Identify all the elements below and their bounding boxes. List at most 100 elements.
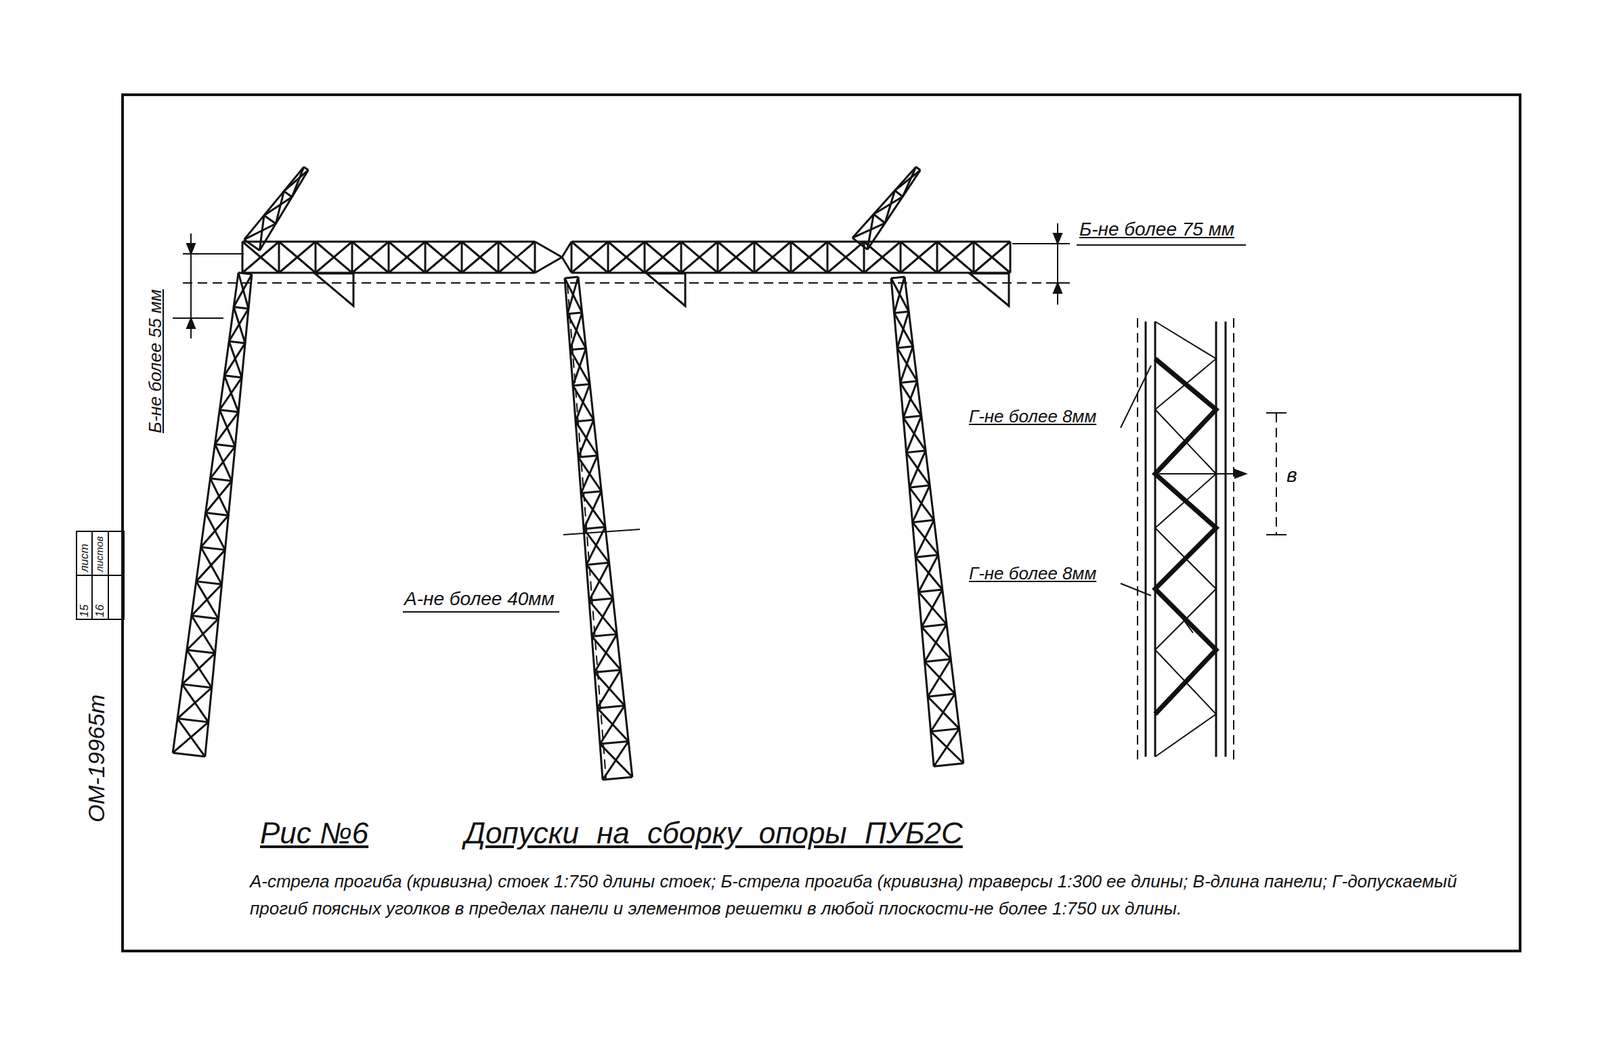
lattice-bar	[567, 312, 583, 315]
lattice-bar	[387, 241, 391, 273]
lattice-bar	[852, 223, 885, 239]
lattice-bar	[717, 241, 720, 273]
lattice-bar	[790, 241, 828, 273]
lattice-bar	[177, 719, 209, 723]
lattice-bar	[607, 241, 610, 273]
lattice-bar	[900, 241, 938, 273]
tolerance-label: Г-не более 8мм	[968, 406, 1097, 428]
lattice-bar	[233, 307, 249, 310]
lattice-bar	[891, 278, 934, 767]
lattice-bar	[219, 377, 242, 411]
lattice-bar	[177, 687, 212, 720]
lattice-bar	[599, 705, 625, 745]
lattice-bar	[201, 515, 229, 548]
lattice-bar	[352, 241, 389, 273]
lattice-bar	[897, 311, 909, 349]
lattice-bar	[172, 722, 209, 753]
lattice-bar	[852, 167, 917, 239]
lattice-bar	[534, 257, 562, 273]
lattice-bar	[915, 520, 934, 558]
lattice-bar	[680, 241, 683, 273]
lattice-bar	[172, 752, 206, 758]
lattice-bar	[424, 241, 427, 273]
stamp-cell: лист	[77, 543, 92, 573]
lattice-bar	[182, 653, 216, 685]
lattice-bar	[827, 241, 864, 273]
lattice-bar	[790, 241, 828, 273]
lattice-bar	[924, 624, 947, 662]
lattice-bar	[425, 241, 462, 273]
lattice-bar	[904, 276, 964, 764]
lattice-bar	[571, 241, 609, 273]
lattice-bar	[283, 190, 292, 197]
lattice-bar	[973, 241, 976, 273]
lattice-bar	[867, 169, 921, 250]
lattice-bar	[534, 241, 562, 258]
lattice-bar	[937, 241, 974, 273]
lattice-bar	[918, 555, 939, 593]
lattice-bar	[244, 223, 277, 240]
lattice-bar	[790, 241, 793, 273]
lattice-bar	[498, 241, 535, 273]
lattice-bar	[915, 555, 939, 558]
lattice-bar	[933, 728, 960, 767]
lattice-bar	[903, 415, 922, 418]
dimension-lines	[172, 223, 1287, 634]
lattice-bar	[936, 241, 939, 273]
drawing-number: ОМ-19965т	[82, 694, 111, 823]
lattice-bar	[852, 237, 868, 250]
lattice-bar	[916, 167, 921, 171]
lattice-bar	[602, 741, 629, 781]
stamp-cell: 16	[93, 604, 107, 618]
lattice-bar	[351, 241, 354, 273]
figure-number: Рис №6	[260, 815, 369, 852]
lattice-bar	[927, 659, 951, 698]
lattice-bar	[205, 481, 233, 514]
lattice-bar	[1009, 241, 1012, 273]
lattice-bar	[608, 241, 645, 273]
lattice-bar	[278, 241, 316, 273]
lattice-bar	[570, 241, 573, 273]
lattice-bar	[895, 169, 921, 191]
lattice-bar	[191, 584, 223, 616]
lattice-bar	[186, 618, 219, 651]
lattice-bar	[461, 241, 464, 273]
lattice-bar	[827, 241, 864, 273]
lattice-bar	[918, 589, 943, 593]
lattice-bar	[315, 241, 353, 273]
detail-panel	[1145, 321, 1226, 758]
lattice-bar	[591, 634, 617, 637]
lattice-bar	[754, 241, 791, 273]
lattice-bar	[278, 241, 316, 273]
lattice-bar	[589, 562, 610, 601]
lattice-bar	[909, 450, 926, 488]
lattice-bar	[233, 274, 252, 307]
lattice-bar	[594, 670, 621, 674]
lattice-bar	[191, 616, 219, 620]
lattice-bar	[931, 694, 956, 732]
lattice-bar	[461, 241, 499, 273]
lattice-bar	[899, 241, 902, 273]
lattice-bar	[259, 215, 265, 251]
lattice-bar	[933, 763, 964, 768]
lattice-bar	[973, 241, 1011, 273]
lattice-bar	[264, 197, 292, 216]
lattice-bar	[186, 650, 216, 654]
lattice-bar	[912, 485, 931, 523]
lattice-bar	[681, 241, 718, 273]
lattice-bar	[931, 728, 960, 732]
lattice-bar	[196, 581, 223, 585]
lattice-bar	[900, 346, 914, 384]
lattice-bar	[891, 276, 905, 279]
lattice-bar	[244, 167, 305, 240]
lattice-bar	[644, 241, 682, 273]
lattice-bar	[594, 634, 617, 673]
stamp-cell: 15	[77, 604, 92, 618]
lattice-bar	[912, 520, 935, 523]
lattice-bar	[873, 213, 885, 223]
lattice-bar	[900, 381, 918, 384]
lattice-bar	[241, 241, 244, 273]
stamp-cell: листов	[93, 536, 106, 573]
lattice-bar	[599, 741, 629, 745]
lattice-bar	[717, 241, 755, 273]
